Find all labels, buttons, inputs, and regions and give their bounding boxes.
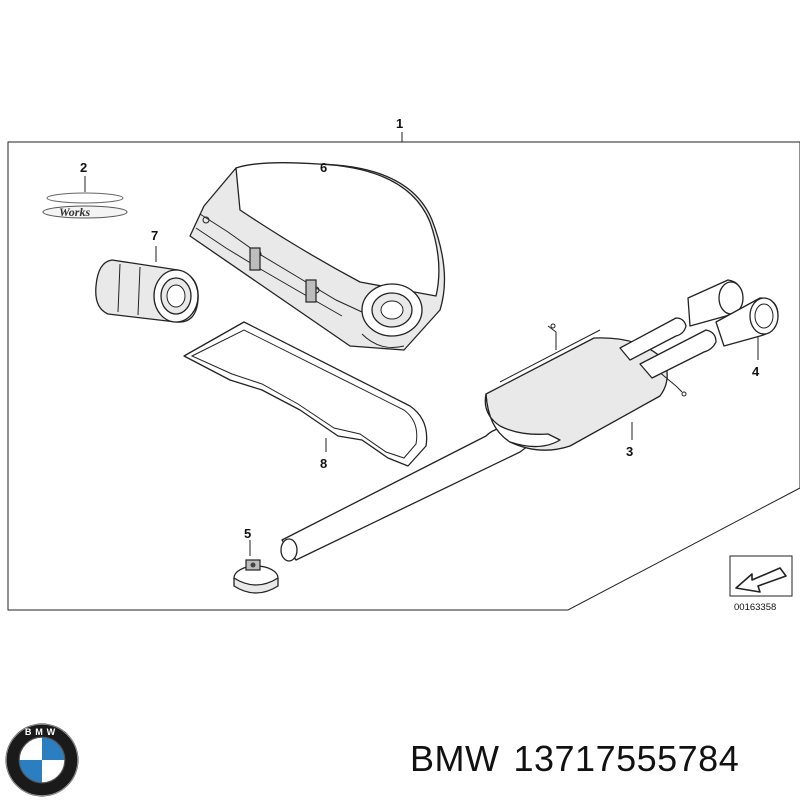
callout-8: 8 <box>320 456 327 471</box>
pipe-clamp <box>233 540 279 594</box>
reference-code: 00163358 <box>734 602 776 613</box>
callout-7: 7 <box>151 228 158 243</box>
callout-4: 4 <box>752 364 760 379</box>
tailpipe-trims <box>687 279 779 360</box>
reference-box: 00163358 <box>729 555 793 613</box>
brand-label: BMW <box>410 738 500 779</box>
works-emblem: Works <box>42 176 128 219</box>
air-filter <box>95 246 199 323</box>
callout-5: 5 <box>244 526 251 541</box>
reference-arrow-icon <box>735 567 787 593</box>
rear-silencer <box>280 317 717 562</box>
gasket <box>183 321 428 467</box>
callout-2: 2 <box>80 160 87 175</box>
air-box-cover <box>189 162 446 351</box>
callout-6: 6 <box>320 160 327 175</box>
bmw-logo: BMW <box>5 723 79 797</box>
part-caption: BMW 13717555784 <box>410 738 753 780</box>
callout-1: 1 <box>396 116 403 131</box>
kit-frame <box>7 141 800 611</box>
callout-3: 3 <box>626 444 633 459</box>
part-number: 13717555784 <box>513 738 740 779</box>
emblem-text: Works <box>59 205 90 219</box>
logo-letters: BMW <box>25 727 59 737</box>
